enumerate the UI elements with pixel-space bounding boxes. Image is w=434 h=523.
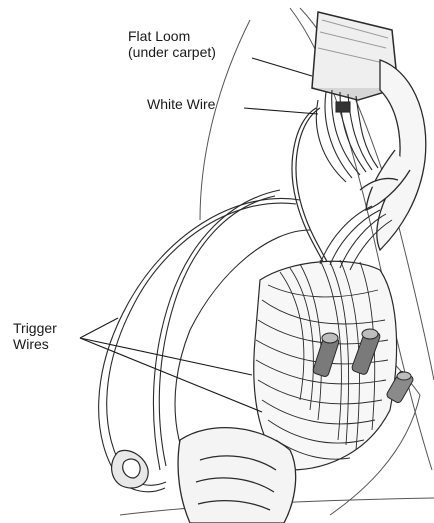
flat-loom-leader	[252, 58, 312, 76]
trigger-leader-3	[80, 338, 262, 412]
wire-grommet	[112, 450, 149, 488]
flat-loom-label-line2: (under carpet)	[128, 45, 216, 60]
flat-loom-label-line1: Flat Loom	[128, 29, 190, 44]
white-wire-leader	[244, 108, 318, 114]
trigger-leader-1	[80, 318, 118, 338]
white-wire-label: White Wire	[147, 97, 215, 112]
hand-bottom	[178, 428, 296, 523]
trigger-wires-label-line1: Trigger	[13, 321, 57, 336]
trigger-wires-label-line2: Wires	[13, 337, 49, 352]
flat-loom-bundle	[316, 90, 378, 182]
